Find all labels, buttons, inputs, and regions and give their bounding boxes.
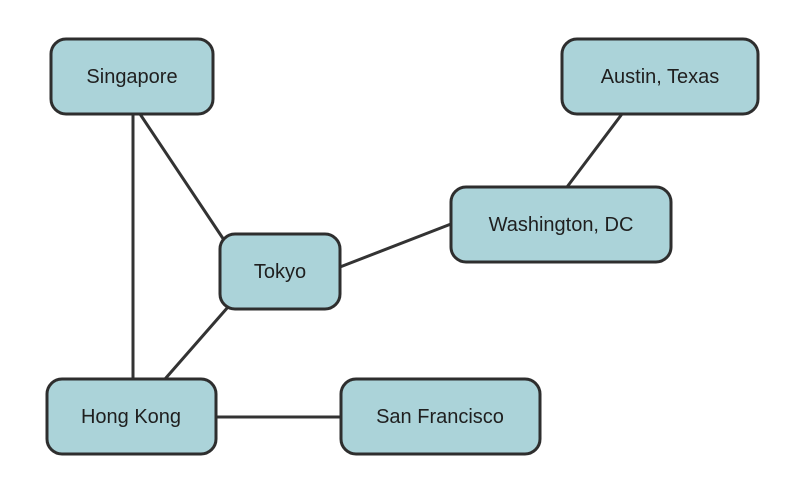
node-singapore[interactable]: Singapore xyxy=(49,37,215,116)
node-sanfrancisco[interactable]: San Francisco xyxy=(339,377,542,456)
node-washington[interactable]: Washington, DC xyxy=(449,185,673,264)
node-hongkong[interactable]: Hong Kong xyxy=(45,377,218,456)
node-box xyxy=(45,377,218,456)
node-box xyxy=(560,37,760,116)
edge-tokyo-washington xyxy=(338,222,453,269)
node-box xyxy=(218,232,342,311)
node-box xyxy=(49,37,215,116)
edge-tokyo-hongkong xyxy=(163,305,230,381)
node-label: Tokyo xyxy=(254,261,306,283)
edge-washington-austin xyxy=(565,112,624,189)
node-label: Hong Kong xyxy=(81,406,181,428)
node-label: Austin, Texas xyxy=(601,66,720,88)
node-austin[interactable]: Austin, Texas xyxy=(560,37,760,116)
nodes: Singapore Austin, Texas Washington, DC T… xyxy=(45,37,760,456)
edges xyxy=(131,112,624,419)
node-label: San Francisco xyxy=(376,406,504,428)
node-tokyo[interactable]: Tokyo xyxy=(218,232,342,311)
node-label: Singapore xyxy=(86,66,177,88)
edge-singapore-tokyo xyxy=(138,112,226,242)
node-box xyxy=(339,377,542,456)
node-label: Washington, DC xyxy=(489,214,634,236)
node-box xyxy=(449,185,673,264)
